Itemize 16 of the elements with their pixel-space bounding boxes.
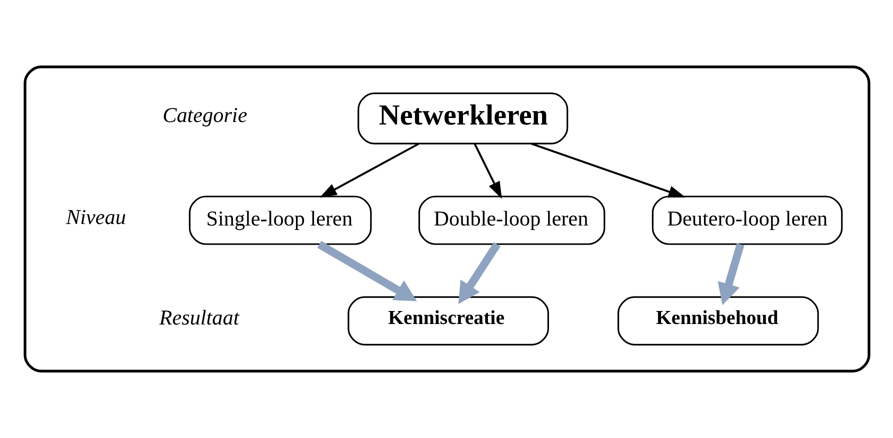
arrow bbox=[717, 243, 744, 306]
node-box: Deutero-loop leren bbox=[651, 196, 842, 245]
arrow bbox=[316, 240, 416, 302]
label: Resultaat bbox=[158, 306, 239, 330]
node-box: Double-loop leren bbox=[418, 196, 605, 245]
node-box: Kennisbehoud bbox=[617, 296, 818, 346]
node-box: Kenniscreatie bbox=[347, 296, 548, 346]
cluster bbox=[23, 66, 870, 372]
node-box: Single-loop leren bbox=[188, 196, 372, 245]
arrow bbox=[473, 143, 502, 199]
label: Niveau bbox=[66, 205, 126, 230]
arrow bbox=[458, 242, 500, 304]
node-box: Netwerkleren bbox=[357, 92, 568, 144]
arrow bbox=[530, 142, 686, 198]
arrow bbox=[319, 142, 419, 198]
label: Categorie bbox=[162, 103, 247, 128]
